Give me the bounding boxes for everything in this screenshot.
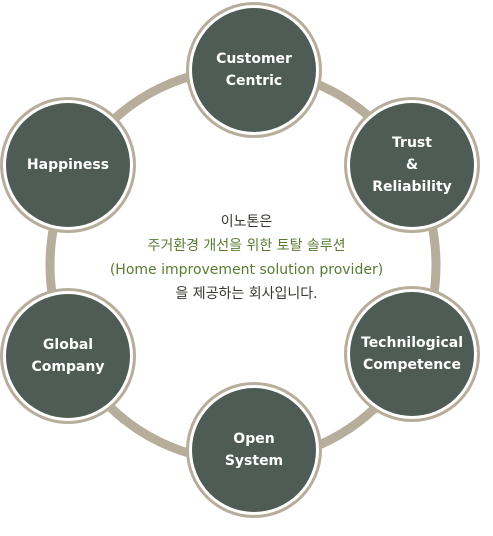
node-label-line: Technilogical — [361, 335, 463, 351]
node-label-line: Customer — [216, 51, 292, 67]
node-open-system — [186, 382, 322, 518]
center-line-provide: 을 제공하는 회사입니다. — [175, 286, 318, 302]
node-label-line: Reliability — [372, 179, 452, 195]
node-customer-centric — [186, 2, 322, 138]
node-label-line: Happiness — [26, 157, 110, 173]
center-line-company: 이노톤은 — [220, 214, 273, 230]
node-fill — [192, 8, 316, 132]
node-fill — [192, 388, 316, 512]
node-label-line: Company — [31, 359, 105, 375]
node-trust-reliability — [344, 97, 480, 233]
center-line-english: (Home improvement solution provider) — [109, 262, 384, 278]
node-label-line: Trust — [392, 135, 432, 151]
node-global-company — [0, 288, 136, 424]
node-fill — [350, 292, 474, 416]
node-fill — [6, 103, 130, 227]
node-label-trust-reliability: Trust & Reliability — [352, 132, 472, 198]
node-label-line: Open — [233, 431, 275, 447]
node-label-line: Competence — [363, 357, 461, 373]
node-happiness — [0, 97, 136, 233]
node-fill — [350, 103, 474, 227]
node-label-line: System — [224, 453, 284, 469]
node-fill — [6, 294, 130, 418]
node-label-line: & — [405, 157, 419, 173]
node-label-line: Centric — [225, 73, 283, 89]
node-label-happiness: Happiness — [8, 154, 128, 176]
node-technological-competence — [344, 286, 480, 422]
center-line-solution: 주거환경 개선을 위한 토탈 솔루션 — [147, 238, 346, 254]
node-label-line: Global — [42, 337, 94, 353]
